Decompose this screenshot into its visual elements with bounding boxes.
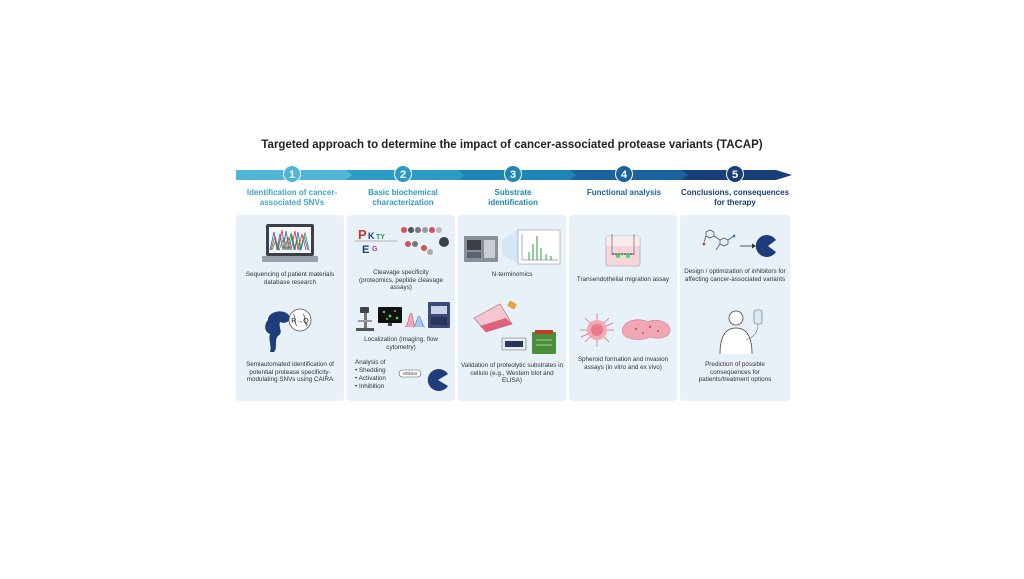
svg-text:G: G <box>372 246 378 253</box>
inhibitor-label: inhibitor <box>403 371 418 376</box>
svg-text:TY: TY <box>376 234 385 241</box>
tissue-slice-icon <box>622 319 671 340</box>
step-heading-1: Identification of cancer-associated SNVs <box>246 188 338 207</box>
cell-culture-flask-icon <box>473 300 517 333</box>
step-number-2: 2 <box>394 165 412 183</box>
sequence-logo-icon: P K TY E G <box>354 227 398 256</box>
step-heading-2: Basic biochemical characterization <box>368 188 438 207</box>
patient-iv-icon <box>719 309 763 355</box>
col1-caption-b: Semiautomated identification of potentia… <box>246 361 334 384</box>
step-number-1: 1 <box>283 165 301 183</box>
svg-text:K: K <box>368 231 375 241</box>
diagram-title: Targeted approach to determine the impac… <box>261 139 763 151</box>
svg-text:P: P <box>358 227 367 242</box>
col4-caption-a: Transendothelial migration assay <box>576 276 670 283</box>
col4-caption-b: Spheroid formation and invasion assays (… <box>577 356 669 371</box>
ms-spectrum-icon <box>502 229 561 265</box>
analysis-item-inhibition: • Inhibition <box>355 383 385 390</box>
laptop-icon <box>262 224 318 262</box>
inhibitor-design-icon <box>702 229 776 257</box>
flow-histogram-icon <box>404 312 426 328</box>
analysis-item-shedding: • Shedding <box>355 367 386 374</box>
protease-variant-icon: R→Q <box>265 308 312 352</box>
microscope-icon <box>356 307 374 331</box>
col5-caption-b: Prediction of possible consequences for … <box>698 361 772 384</box>
col3-caption-b: Validation of proteolytic substrates in … <box>460 362 564 385</box>
analysis-title: Analysis of <box>355 359 386 366</box>
step-heading-3: Substrate identification <box>488 188 538 207</box>
inhibitor-pacman-icon: inhibitor <box>398 369 448 391</box>
col2-caption-b: Localization (imaging, flow cytometry) <box>364 336 438 351</box>
step-number-5: 5 <box>726 165 744 183</box>
analysis-item-activation: • Activation <box>355 375 386 382</box>
step-number-4: 4 <box>615 165 633 183</box>
step-heading-5: Conclusions, consequences for therapy <box>680 188 790 207</box>
mutation-label: R→Q <box>291 318 309 325</box>
col3-caption-a: N-terminomics <box>491 271 533 278</box>
mass-spectrometer-icon <box>464 236 498 262</box>
step-heading-4: Functional analysis <box>586 188 662 197</box>
flow-cytometer-icon <box>428 302 450 328</box>
western-blot-icon <box>501 330 556 354</box>
peptide-beads-icon <box>401 227 449 255</box>
spheroid-icon <box>580 313 614 347</box>
col5-caption-a: Design / optimization of inhibitors for … <box>684 268 786 283</box>
step-number-3: 3 <box>504 165 522 183</box>
col2-caption-a: Cleavage specificity (proteomics, peptid… <box>358 269 443 292</box>
step-panel-5 <box>680 215 790 401</box>
col1-caption-a: Sequencing of patient materials database… <box>245 271 335 286</box>
transwell-icon <box>605 234 641 267</box>
fluorescence-monitor-icon <box>378 307 402 326</box>
svg-text:E: E <box>362 244 369 256</box>
